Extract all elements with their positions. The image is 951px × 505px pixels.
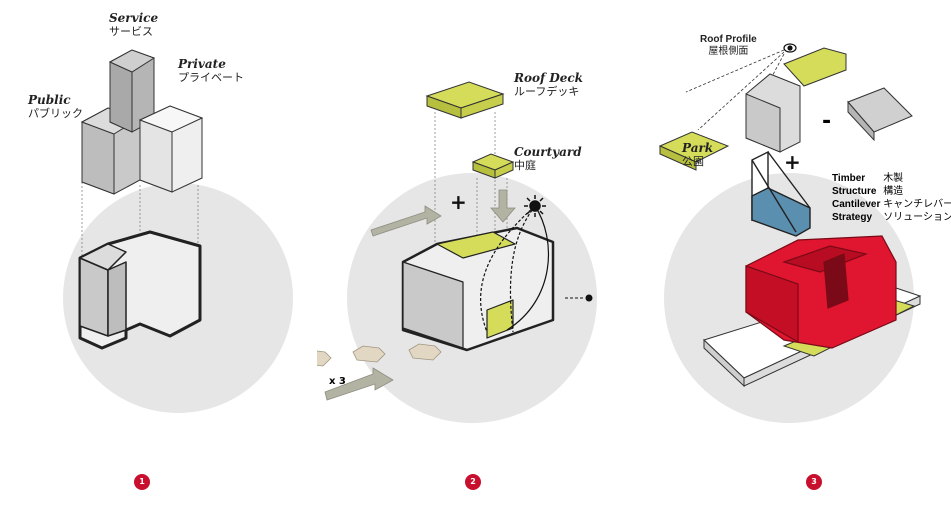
step-badge-2: 2 — [465, 474, 481, 490]
sun-icon — [524, 195, 546, 217]
private-label: Private プライベート — [178, 58, 244, 84]
plus-sign: + — [450, 190, 467, 214]
legend-row: Structure 構造 — [832, 185, 951, 198]
service-label: Service サービス — [109, 12, 158, 38]
panel-roof-courtyard: Roof Deck ルーフデッキ Courtyard 中庭 + x 3 2 — [317, 0, 634, 505]
roof-profile-label: Roof Profile 屋根側面 — [700, 34, 757, 57]
courtyard-label: Courtyard 中庭 — [514, 146, 582, 172]
private-block — [140, 106, 202, 192]
step-badge-3: 3 — [806, 474, 822, 490]
eye-icon — [784, 44, 796, 52]
panel-program-massing: Service サービス Private プライベート Public パブリック… — [0, 0, 317, 505]
structure-legend: Timber 木製 Structure 構造 Cantilever キャンチレバ… — [832, 172, 951, 224]
panel2-drawing — [317, 0, 634, 505]
removed-wedge — [848, 88, 912, 140]
panel-roof-structure: - R — [634, 0, 951, 505]
car-multiplier: x 3 — [329, 376, 346, 387]
step-badge-1: 1 — [134, 474, 150, 490]
legend-row: Timber 木製 — [832, 172, 951, 185]
minus-glyph: - — [822, 109, 831, 134]
roof-deck-slab — [427, 82, 503, 118]
panel1-drawing — [0, 0, 317, 505]
roof-deck-label: Roof Deck ルーフデッキ — [514, 72, 583, 98]
roof-profile-block — [746, 48, 846, 152]
legend-row: Strategy ソリューション — [832, 211, 951, 224]
plus-sign: + — [784, 150, 801, 174]
panel3-drawing: - — [634, 0, 951, 505]
legend-row: Cantilever キャンチレバー — [832, 198, 951, 211]
park-label: Park 公園 — [682, 142, 713, 168]
public-label: Public パブリック — [28, 94, 83, 120]
